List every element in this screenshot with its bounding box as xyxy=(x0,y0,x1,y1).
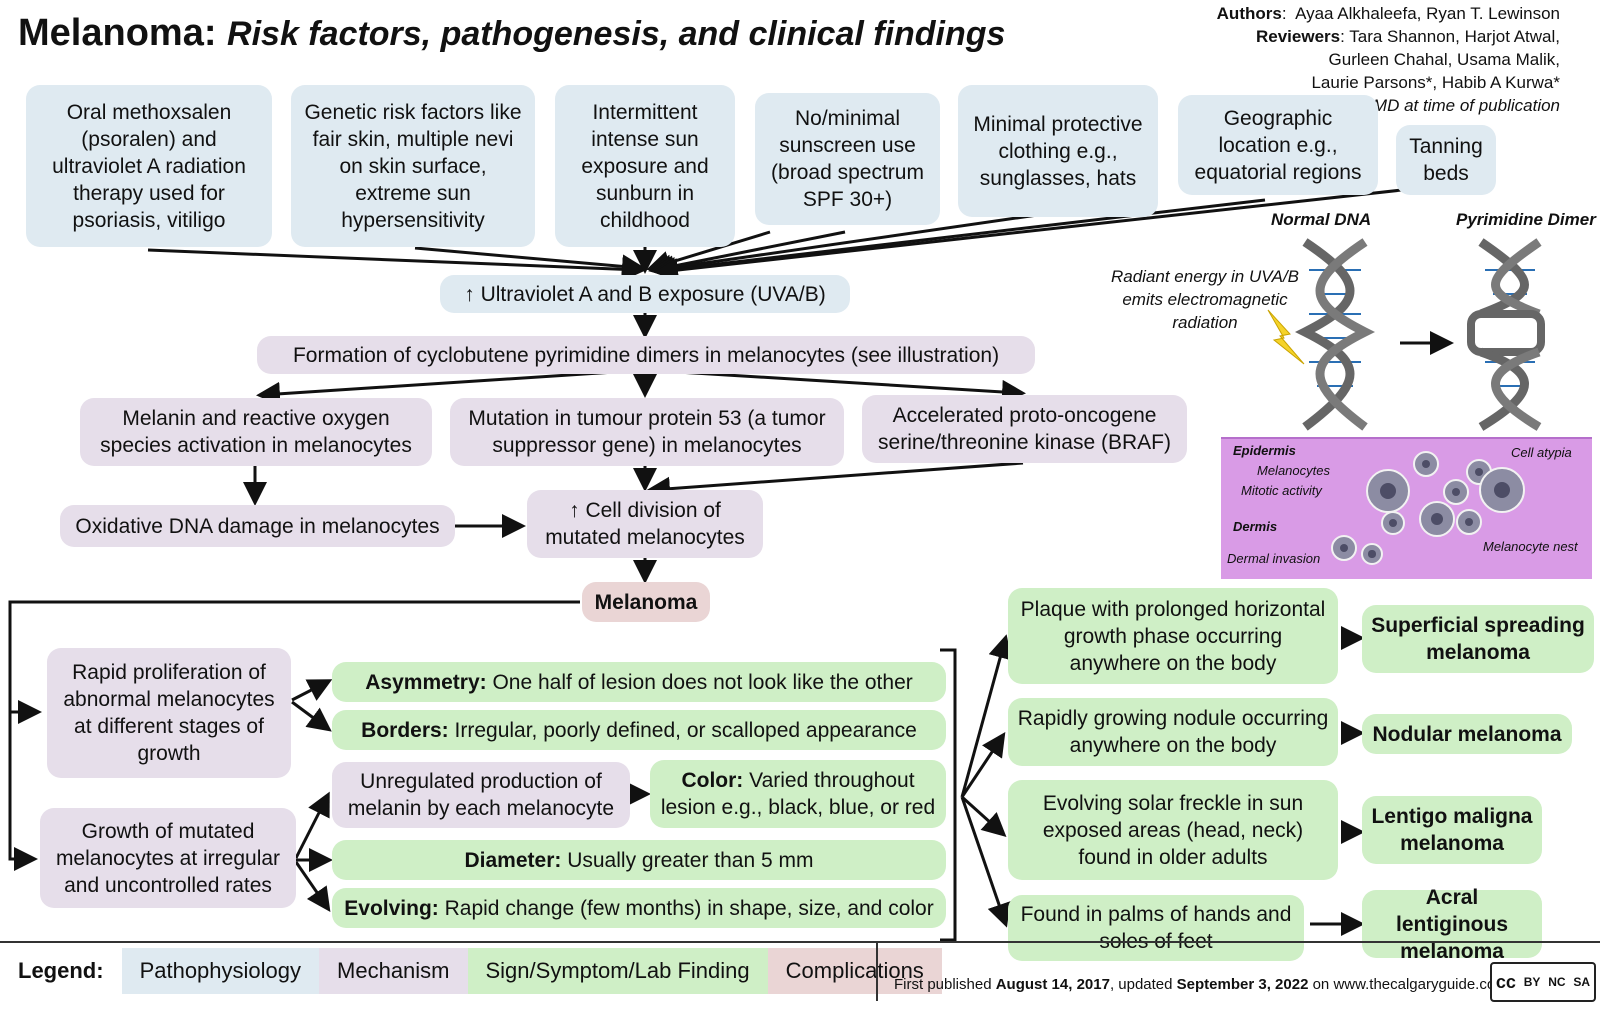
reviewers-line2: Gurleen Chahal, Usama Malik, xyxy=(1328,50,1560,69)
risk-geographic: Geographic location e.g., equatorial reg… xyxy=(1178,95,1378,195)
melanocyte-cell xyxy=(1361,543,1383,565)
color-finding: Color: Varied throughout lesion e.g., bl… xyxy=(650,760,946,828)
footer-updated: September 3, 2022 xyxy=(1176,976,1309,993)
braf: Accelerated proto-oncogene serine/threon… xyxy=(862,395,1187,463)
oxidative-damage: Oxidative DNA damage in melanocytes xyxy=(60,505,455,547)
melanocyte-cell xyxy=(1413,451,1439,477)
cell-atypia-label: Cell atypia xyxy=(1511,445,1572,460)
melanocyte-cell xyxy=(1419,501,1455,537)
subtype-acral: Acral lentiginous melanoma xyxy=(1362,886,1542,963)
footer-published: August 14, 2017 xyxy=(995,976,1110,993)
risk-intermittent-sun: Intermittent intense sun exposure and su… xyxy=(555,85,735,247)
cc-by: BY xyxy=(1523,975,1541,989)
melanocyte-cell xyxy=(1381,511,1405,535)
authors-names: Ayaa Alkhaleefa, Ryan T. Lewinson xyxy=(1295,4,1560,23)
risk-genetic: Genetic risk factors like fair skin, mul… xyxy=(291,85,535,247)
reviewers-line1: Tara Shannon, Harjot Atwal, xyxy=(1349,27,1560,46)
growth-mutated: Growth of mutated melanocytes at irregul… xyxy=(40,808,296,908)
finding-freckle: Evolving solar freckle in sun exposed ar… xyxy=(1008,780,1338,880)
title-main: Melanoma: xyxy=(18,12,217,54)
reviewers-label: Reviewers xyxy=(1256,27,1341,46)
asymmetry-label: Asymmetry: xyxy=(365,670,487,694)
epidermis-label: Epidermis xyxy=(1233,443,1296,458)
normal-dna-icon xyxy=(1295,238,1375,431)
risk-tanning: Tanning beds xyxy=(1396,125,1496,195)
asymmetry-text: One half of lesion does not look like th… xyxy=(486,670,913,694)
evolving-finding: Evolving: Rapid change (few months) in s… xyxy=(332,888,946,928)
cc-nc: NC xyxy=(1548,975,1566,989)
legend-mechanism: Mechanism xyxy=(319,948,468,994)
subtype-lentigo: Lentigo maligna melanoma xyxy=(1362,796,1542,864)
legend-pathophysiology: Pathophysiology xyxy=(121,948,320,994)
finding-plaque: Plaque with prolonged horizontal growth … xyxy=(1008,588,1338,684)
radiant-energy-label: Radiant energy in UVA/B emits electromag… xyxy=(1110,267,1300,332)
legend-divider xyxy=(0,941,1600,943)
dermis-label: Dermis xyxy=(1233,519,1278,534)
borders-finding: Borders: Irregular, poorly defined, or s… xyxy=(332,710,946,750)
rapid-proliferation: Rapid proliferation of abnormal melanocy… xyxy=(47,648,291,778)
legend-complications: Complications xyxy=(767,948,942,994)
melanin-ros: Melanin and reactive oxygen species acti… xyxy=(80,398,432,466)
finding-nodule: Rapidly growing nodule occurring anywher… xyxy=(1008,698,1338,766)
melanocytes-label: Melanocytes xyxy=(1257,463,1330,478)
diameter-text: Usually greater than 5 mm xyxy=(561,848,814,872)
diameter-label: Diameter: xyxy=(464,848,562,872)
legend: Legend: Pathophysiology Mechanism Sign/S… xyxy=(0,946,1600,996)
legend-label: Legend: xyxy=(18,958,104,983)
authors-note: * MD at time of publication xyxy=(1361,96,1560,115)
diameter-finding: Diameter: Usually greater than 5 mm xyxy=(332,840,946,880)
pyrimidine-dimer-label: Pyrimidine Dimer xyxy=(1456,210,1596,229)
color-label: Color: xyxy=(681,769,744,792)
authors-label: Authors xyxy=(1216,4,1282,23)
page-title: Melanoma: Risk factors, pathogenesis, an… xyxy=(18,12,1005,55)
melanocyte-cell xyxy=(1456,509,1482,535)
pyrimidine-dimer-icon xyxy=(1467,238,1545,431)
authors-block: Authors: Ayaa Alkhaleefa, Ryan T. Lewins… xyxy=(1216,4,1560,115)
lightning-icon xyxy=(1267,309,1305,365)
risk-psoralen: Oral methoxsalen (psoralen) and ultravio… xyxy=(26,85,272,247)
title-subtitle: Risk factors, pathogenesis, and clinical… xyxy=(227,15,1006,53)
melanocyte-cell xyxy=(1443,479,1469,505)
melanocyte-cell xyxy=(1331,535,1357,561)
melanocyte-cell xyxy=(1479,467,1525,513)
unregulated-melanin: Unregulated production of melanin by eac… xyxy=(332,762,630,828)
pyrimidine-dimers: Formation of cyclobutene pyrimidine dime… xyxy=(257,336,1035,374)
uv-exposure: ↑ Ultraviolet A and B exposure (UVA/B) xyxy=(440,275,850,313)
asymmetry-finding: Asymmetry: One half of lesion does not l… xyxy=(332,662,946,702)
dermal-invasion-label: Dermal invasion xyxy=(1227,551,1321,566)
normal-dna-label: Normal DNA xyxy=(1271,210,1372,229)
melanocyte-nest-label: Melanocyte nest xyxy=(1483,539,1578,554)
color-text: Varied throughout lesion e.g., black, bl… xyxy=(660,769,936,819)
cc-sa: SA xyxy=(1573,975,1591,989)
cc-license-icon[interactable]: cc BY NC SA xyxy=(1490,962,1596,1002)
footer-suffix: on www.thecalgaryguide.com xyxy=(1308,976,1508,993)
skin-cross-section: Epidermis Melanocytes Mitotic activity D… xyxy=(1221,437,1592,579)
risk-sunscreen: No/minimal sunscreen use (broad spectrum… xyxy=(755,93,940,225)
legend-footer-divider xyxy=(876,941,878,1001)
subtype-nodular: Nodular melanoma xyxy=(1362,714,1572,754)
publication-note: First published August 14, 2017, updated… xyxy=(894,976,1508,993)
melanocyte-cell xyxy=(1366,469,1410,513)
cc-text: cc xyxy=(1495,971,1516,992)
evolving-text: Rapid change (few months) in shape, size… xyxy=(438,896,934,920)
borders-label: Borders: xyxy=(361,718,449,742)
borders-text: Irregular, poorly defined, or scalloped … xyxy=(448,718,917,742)
cell-division: ↑ Cell division of mutated melanocytes xyxy=(527,490,763,558)
evolving-label: Evolving: xyxy=(344,896,439,920)
footer-prefix: First published xyxy=(894,976,996,993)
melanoma: Melanoma xyxy=(582,582,710,622)
reviewers-line3: Laurie Parsons*, Habib A Kurwa* xyxy=(1311,73,1560,92)
finding-palms: Found in palms of hands and soles of fee… xyxy=(1008,895,1304,961)
mitotic-label: Mitotic activity xyxy=(1241,483,1322,498)
p53-mutation: Mutation in tumour protein 53 (a tumor s… xyxy=(450,398,844,466)
risk-clothing: Minimal protective clothing e.g., sungla… xyxy=(958,85,1158,217)
subtype-superficial: Superficial spreading melanoma xyxy=(1362,605,1594,673)
legend-sign-symptom: Sign/Symptom/Lab Finding xyxy=(467,948,768,994)
footer-mid: , updated xyxy=(1109,976,1177,993)
